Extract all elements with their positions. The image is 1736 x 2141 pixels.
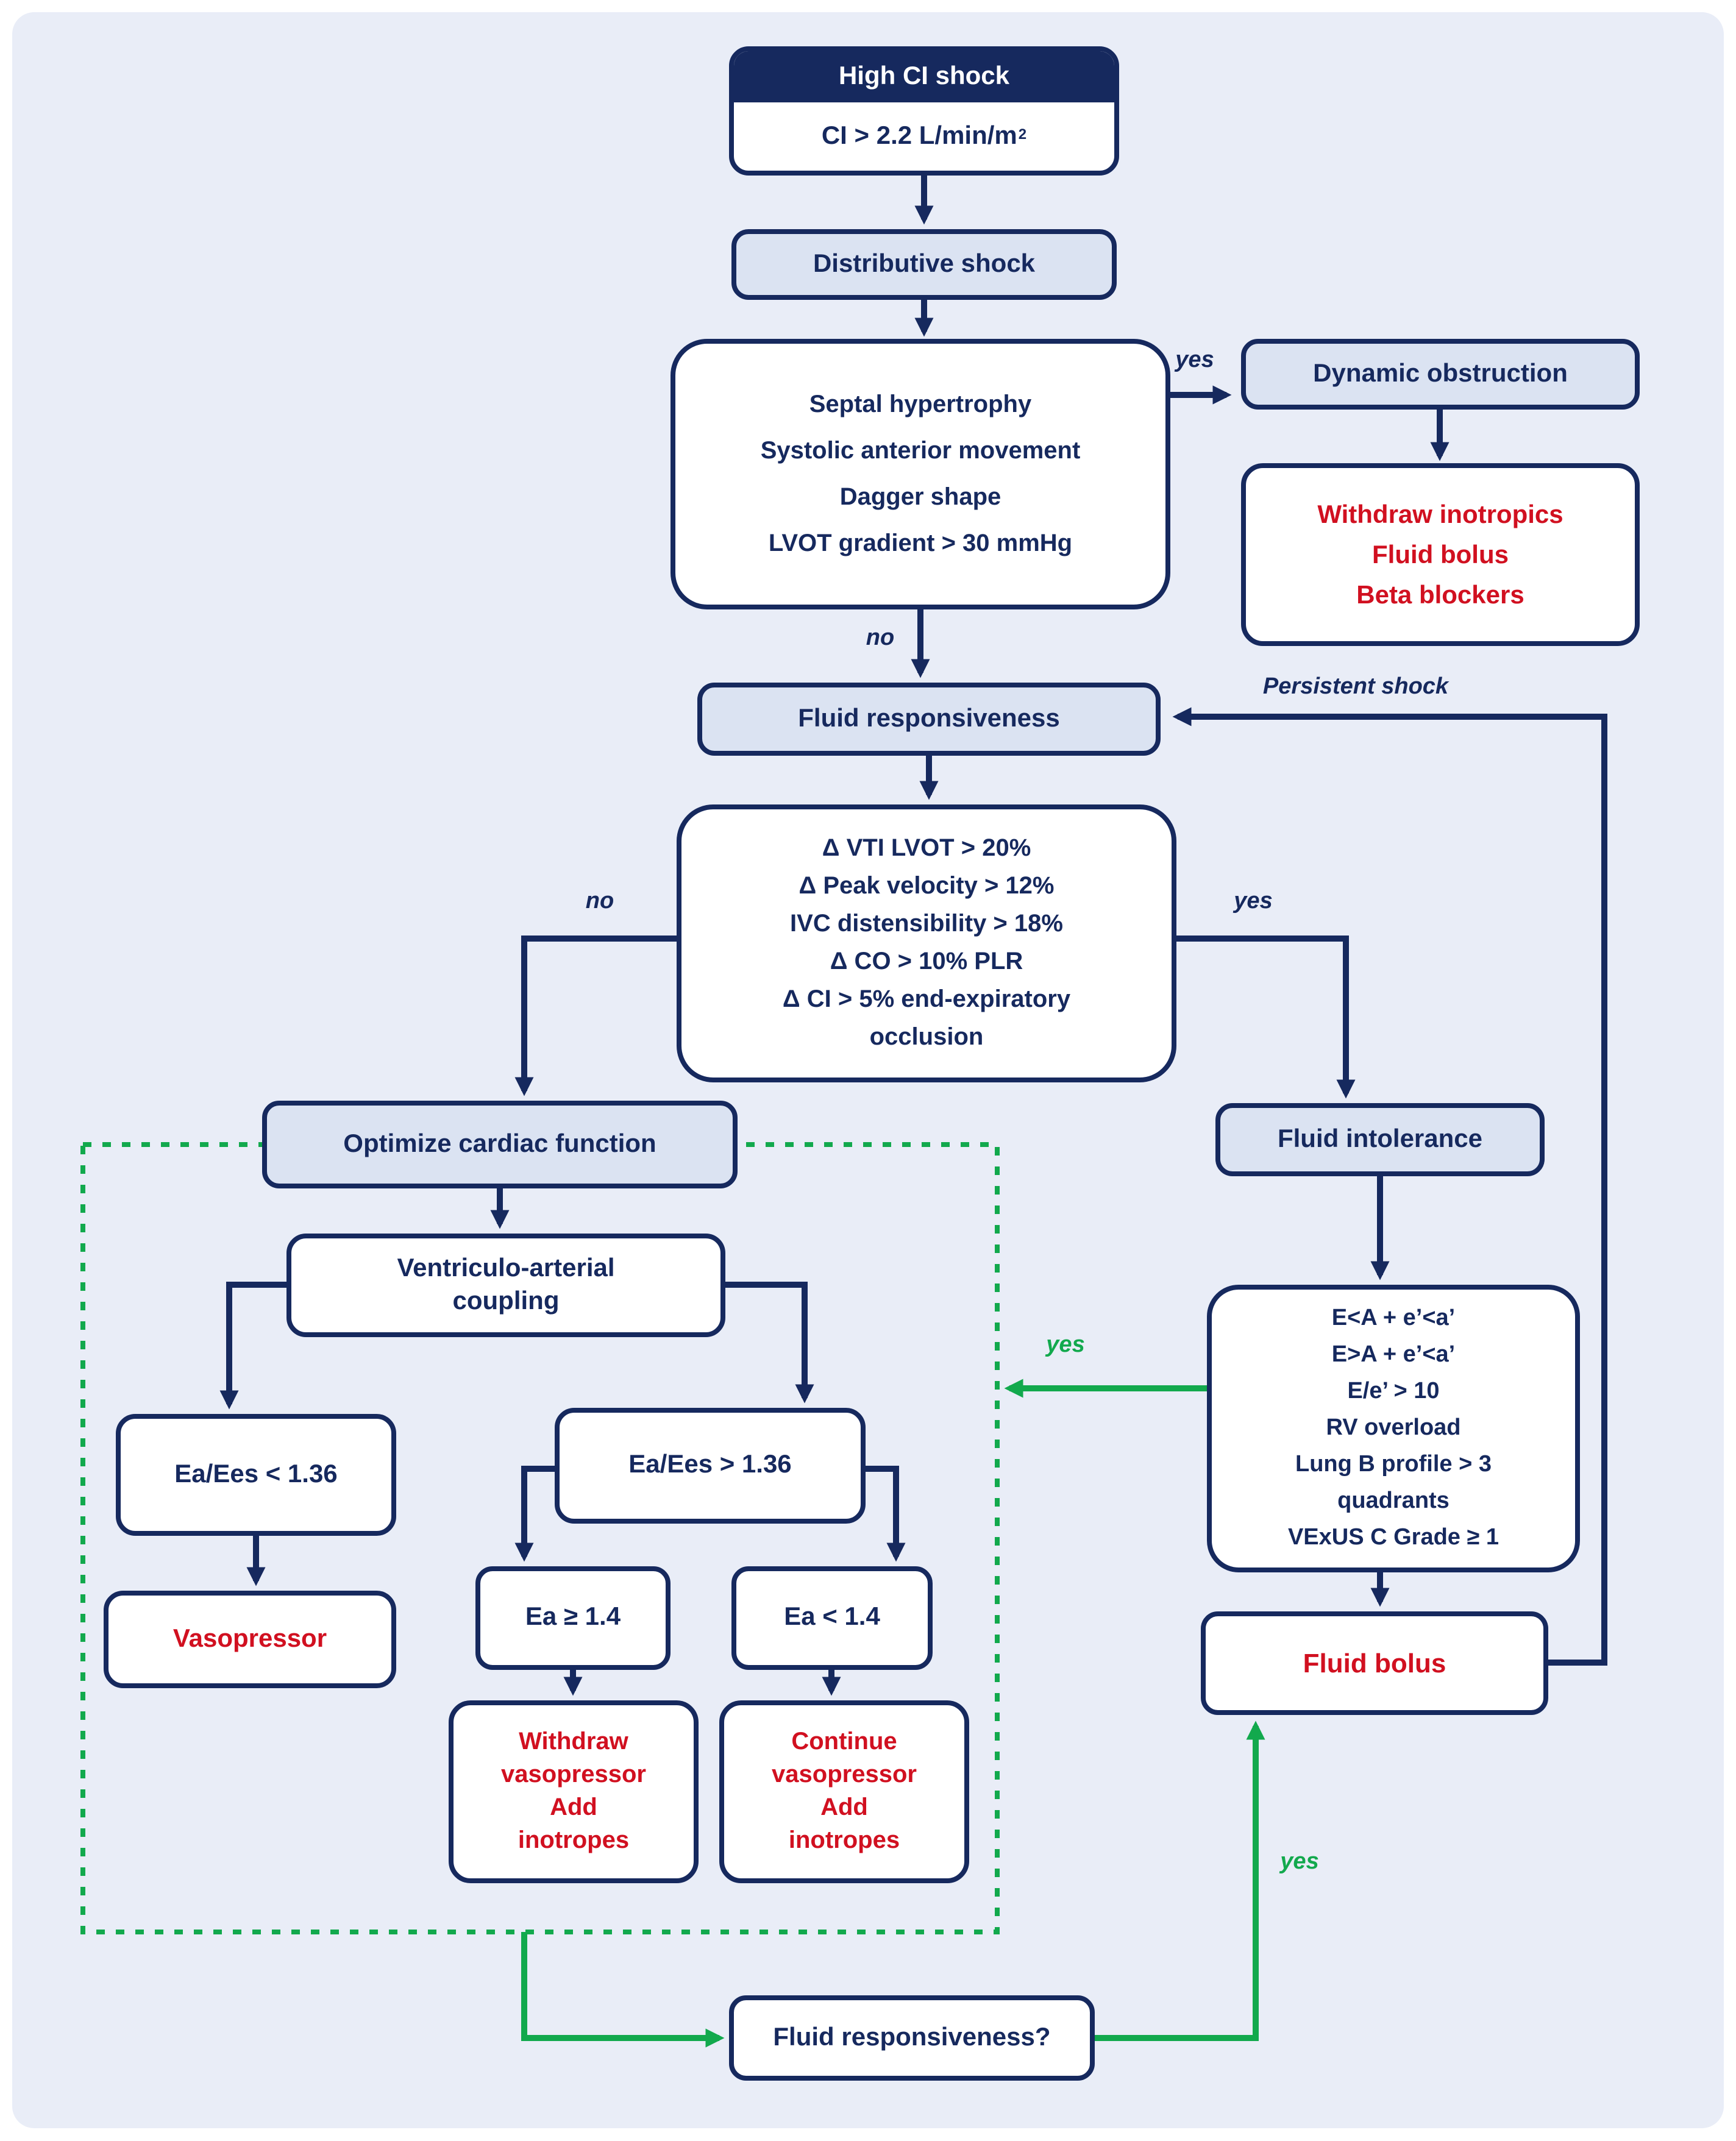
criteria-line: Dagger shape — [839, 484, 1001, 511]
node-obstruction-criteria: Septal hypertrophy Systolic anterior mov… — [671, 339, 1170, 609]
criteria-line: E/e’ > 10 — [1347, 1379, 1440, 1404]
criteria-line: VExUS C Grade ≥ 1 — [1287, 1525, 1499, 1550]
criteria-line: IVC distensibility > 18% — [790, 911, 1063, 937]
node-ea-greater-14: Ea ≥ 1.4 — [475, 1566, 671, 1670]
node-ea-ees-high: Ea/Ees > 1.36 — [555, 1408, 866, 1524]
edge-label-yes-dynamic: yes — [1175, 347, 1214, 373]
criteria-line: LVOT gradient > 30 mmHg — [768, 530, 1073, 557]
treatment-line: vasopressor — [501, 1761, 646, 1788]
node-continue-vasopressor: Continue vasopressor Add inotropes — [719, 1700, 969, 1883]
ci-threshold-text: CI > 2.2 L/min/m — [821, 122, 1017, 150]
node-fluid-responsiveness: Fluid responsiveness — [697, 683, 1161, 756]
treatment-line: Beta blockers — [1356, 581, 1524, 609]
criteria-line: Systolic anterior movement — [760, 438, 1081, 464]
criteria-line: Δ VTI LVOT > 20% — [822, 835, 1031, 862]
treatment-line: Fluid bolus — [1372, 541, 1509, 569]
node-optimize-cardiac-function: Optimize cardiac function — [262, 1101, 738, 1188]
edge-no-optimize — [514, 936, 677, 1096]
criteria-line: Δ Peak velocity > 12% — [799, 873, 1055, 900]
node-fluid-responsiveness-criteria: Δ VTI LVOT > 20% Δ Peak velocity > 12% I… — [677, 804, 1176, 1082]
treatment-line: inotropes — [518, 1827, 630, 1854]
criteria-line: quadrants — [1337, 1488, 1450, 1514]
node-fluid-responsiveness-question: Fluid responsiveness? — [729, 1995, 1095, 2081]
edge-respq-bolus — [1095, 1720, 1265, 2041]
edge-high-ealow — [866, 1466, 906, 1562]
high-ci-title: High CI shock — [734, 51, 1114, 102]
edge-region-respq — [521, 1932, 725, 2048]
node-distributive-shock: Distributive shock — [731, 229, 1117, 300]
treatment-line: Withdraw — [519, 1728, 628, 1755]
edge-yes-intolerance — [1176, 936, 1356, 1099]
edge-high-eahigh — [514, 1466, 555, 1562]
criteria-line: Lung B profile > 3 — [1295, 1452, 1492, 1477]
edge-label-persistent-shock: Persistent shock — [1262, 674, 1449, 700]
criteria-line: E>A + e’<a’ — [1331, 1342, 1456, 1368]
node-ea-less-14: Ea < 1.4 — [731, 1566, 933, 1670]
edge-va-eaees-low — [219, 1282, 286, 1410]
edge-va-eaees-high — [725, 1282, 814, 1404]
node-fluid-intolerance: Fluid intolerance — [1215, 1103, 1545, 1176]
treatment-line: Add — [550, 1794, 597, 1821]
edge-persistent-feedback — [1172, 707, 1607, 1666]
node-fluid-intolerance-criteria: E<A + e’<a’ E>A + e’<a’ E/e’ > 10 RV ove… — [1207, 1285, 1580, 1572]
edge-label-no-dynamic: no — [866, 625, 895, 651]
treatment-line: Add — [820, 1794, 868, 1821]
treatment-line: Continue — [791, 1728, 897, 1755]
criteria-line: Septal hypertrophy — [809, 391, 1032, 418]
node-fluid-bolus: Fluid bolus — [1201, 1611, 1548, 1715]
ci-superscript: 2 — [1018, 126, 1027, 143]
va-line: Ventriculo-arterial — [397, 1254, 615, 1283]
treatment-line: Withdraw inotropics — [1317, 500, 1563, 528]
criteria-line: Δ CO > 10% PLR — [830, 948, 1023, 975]
criteria-line: RV overload — [1326, 1415, 1461, 1441]
edge-label-yes-intolerant: yes — [1046, 1332, 1085, 1358]
node-ventriculo-arterial-coupling: Ventriculo-arterial coupling — [286, 1234, 725, 1337]
treatment-line: inotropes — [788, 1827, 900, 1854]
node-vasopressor: Vasopressor — [104, 1591, 396, 1688]
criteria-line: Δ CI > 5% end-expiratory — [782, 986, 1071, 1013]
edge-label-yes-responsive: yes — [1234, 889, 1273, 914]
va-line: coupling — [452, 1287, 560, 1315]
node-obstruction-treatment: Withdraw inotropics Fluid bolus Beta blo… — [1241, 463, 1640, 646]
node-dynamic-obstruction: Dynamic obstruction — [1241, 339, 1640, 410]
node-withdraw-vasopressor: Withdraw vasopressor Add inotropes — [449, 1700, 699, 1883]
criteria-line: occlusion — [869, 1024, 984, 1051]
node-ea-ees-low: Ea/Ees < 1.36 — [116, 1414, 396, 1536]
treatment-line: vasopressor — [772, 1761, 917, 1788]
criteria-line: E<A + e’<a’ — [1331, 1305, 1456, 1331]
edge-label-no-responsive: no — [585, 889, 614, 914]
edge-label-yes-bolus: yes — [1280, 1849, 1319, 1875]
